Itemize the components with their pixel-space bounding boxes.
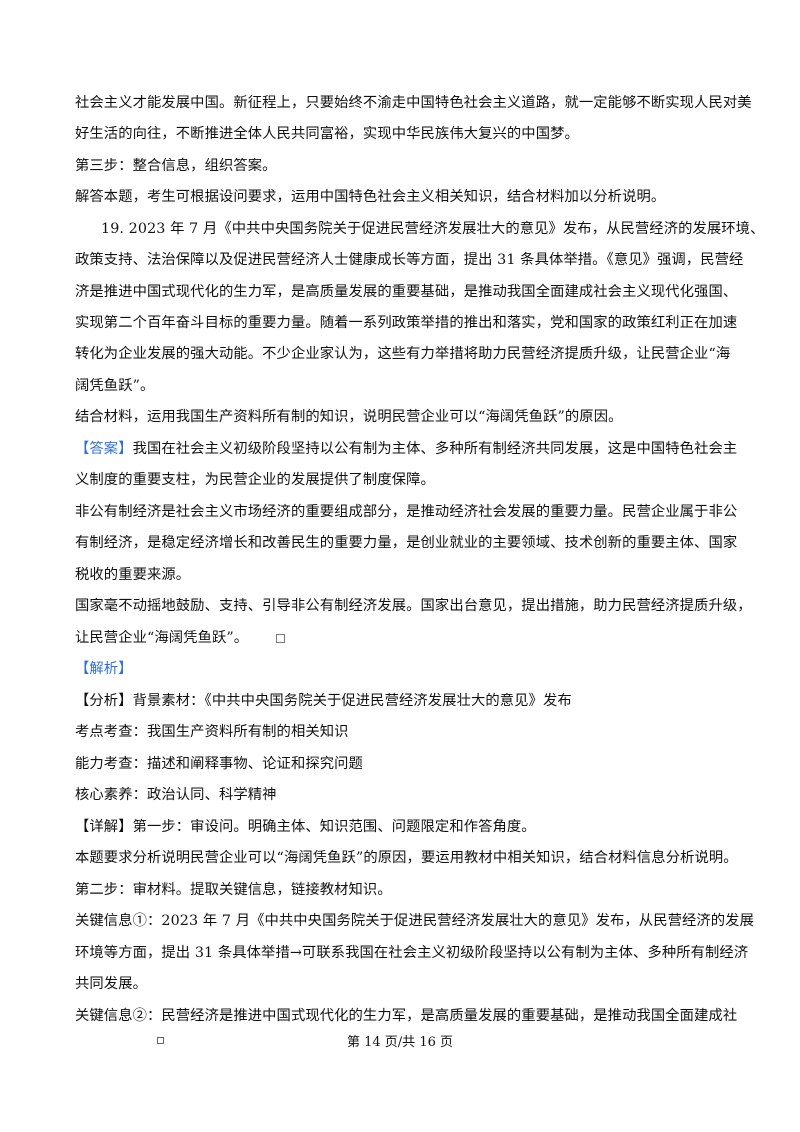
placeholder-box-icon (276, 633, 286, 643)
text-line: 济是推进中国式现代化的生力军，是高质量发展的重要基础，是推动我国全面建成社会主义… (75, 284, 738, 300)
page-footer: 第 14 页/共 16 页 (347, 1035, 453, 1050)
answer-line: 【答案】我国在社会主义初级阶段坚持以公有制为主体、多种所有制经济共同发展，这是中… (75, 439, 738, 459)
analysis-line: 【解析】 (75, 659, 735, 679)
text-line: 第二步：审材料。提取关键信息，链接教材知识。 (75, 882, 392, 898)
text-line: 好生活的向往，不断推进全体人民共同富裕，实现中华民族伟大复兴的中国梦。 (75, 126, 579, 142)
text-line: 共同发展。 (75, 976, 147, 992)
text-line: 解答本题，考生可根据设问要求，运用中国特色社会主义相关知识，结合材料加以分析说明… (75, 189, 666, 205)
text-line: 实现第二个百年奋斗目标的重要力量。随着一系列政策举措的推出和落实，党和国家的政策… (75, 315, 738, 331)
text-line: 非公有制经济是社会主义市场经济的重要组成部分，是推动经济社会发展的重要力量。民营… (75, 504, 738, 520)
text-line: 社会主义才能发展中国。新征程上，只要始终不渝走中国特色社会主义道路，就一定能够不… (75, 95, 752, 111)
text-line: 考点考查：我国生产资料所有制的相关知识 (75, 724, 349, 740)
text-line: 有制经济，是稳定经济增长和改善民生的重要力量，是创业就业的主要领域、技术创新的重… (75, 535, 738, 551)
question-19-line: 19. 2023 年 7 月《中共中央国务院关于促进民营经济发展壮大的意见》发布… (101, 221, 765, 237)
text-line: 税收的重要来源。 (75, 567, 191, 583)
text-line: 义制度的重要支柱，为民营企业的发展提供了制度保障。 (75, 472, 435, 488)
text-line: 关键信息①：2023 年 7 月《中共中央国务院关于促进民营经济发展壮大的意见》… (75, 913, 754, 929)
answer-tag: 【答案】 (75, 441, 133, 457)
text-line: 关键信息②：民营经济是推进中国式现代化的生力军，是高质量发展的重要基础，是推动我… (75, 1008, 738, 1024)
small-box-icon (157, 1037, 164, 1044)
answer-text: 我国在社会主义初级阶段坚持以公有制为主体、多种所有制经济共同发展，这是中国特色社… (132, 441, 738, 457)
text-line: 核心素养：政治认同、科学精神 (75, 787, 277, 803)
question-prompt: 结合材料，运用我国生产资料所有制的知识，说明民营企业可以“海阔凭鱼跃”的原因。 (75, 409, 623, 425)
text-line: 能力考查：描述和阐释事物、论证和探究问题 (75, 756, 363, 772)
text-line: 环境等方面，提出 31 条具体举措→可联系我国在社会主义初级阶段坚持以公有制为主… (75, 945, 749, 961)
text-line: 转化为企业发展的强大动能。不少企业家认为，这些有力举措将助力民营经济提质升级，让… (75, 346, 731, 362)
text-line: 让民营企业“海阔凭鱼跃”。 (75, 628, 735, 648)
text-line: 【详解】第一步：审设问。明确主体、知识范围、问题限定和作答角度。 (75, 819, 536, 835)
text-line: 国家毫不动摇地鼓励、支持、引导非公有制经济发展。国家出台意见，提出措施，助力民营… (75, 598, 752, 614)
text-line: 政策支持、法治保障以及促进民营经济人士健康成长等方面，提出 31 条具体举措。《… (75, 252, 744, 268)
text-line: 【分析】背景素材：《中共中央国务院关于促进民营经济发展壮大的意见》发布 (75, 693, 572, 709)
text-line: 第三步：整合信息，组织答案。 (75, 158, 277, 174)
text-line: 本题要求分析说明民营企业可以“海阔凭鱼跃”的原因，要运用教材中相关知识，结合材料… (75, 850, 738, 866)
analysis-tag: 【解析】 (75, 661, 133, 677)
text-line: 阔凭鱼跃”。 (75, 378, 155, 394)
answer-last-text: 让民营企业“海阔凭鱼跃”。 (75, 630, 249, 646)
